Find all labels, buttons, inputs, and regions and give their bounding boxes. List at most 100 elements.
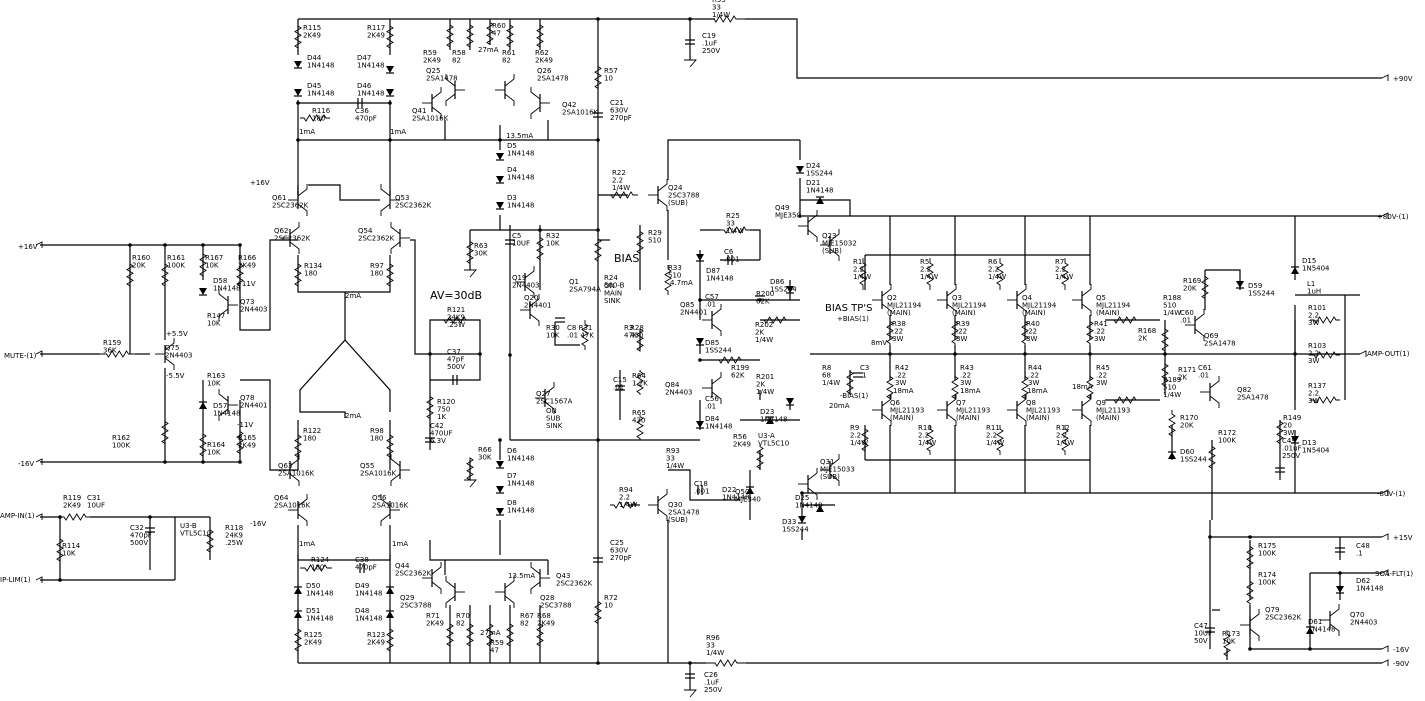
junction-dot bbox=[388, 101, 392, 105]
component-label-line: MJL21193 bbox=[956, 407, 990, 415]
component-label-line: R167 bbox=[205, 254, 223, 262]
component-label-line: 1/4W bbox=[706, 649, 724, 657]
transistor-symbol bbox=[1016, 394, 1027, 407]
component-label-line: 2N4401 bbox=[524, 302, 552, 310]
component-label-line: R116 bbox=[312, 107, 331, 115]
component-label-line: D8 bbox=[507, 499, 517, 507]
component-label-line: R68 bbox=[537, 612, 551, 620]
component-label-line: 430 bbox=[630, 332, 643, 340]
component-label-line: Q41 bbox=[412, 107, 426, 115]
transistor-symbol bbox=[390, 241, 401, 254]
component-label-line: Q5 bbox=[1096, 294, 1106, 302]
component-label: C60.01 bbox=[1180, 309, 1194, 325]
component-label-line: 2K bbox=[1138, 335, 1147, 343]
wire-segment bbox=[1021, 320, 1029, 345]
component-label-line: 100K bbox=[1218, 437, 1236, 445]
wire-segment bbox=[1061, 425, 1069, 455]
component-label-line: 33 bbox=[666, 455, 675, 463]
component-label-line: R200 bbox=[756, 290, 774, 298]
component-label-line: Q49 bbox=[775, 204, 789, 212]
component-label-line: R103 bbox=[1308, 342, 1326, 350]
component-label-line: 82 bbox=[456, 620, 465, 628]
transistor-symbol bbox=[544, 382, 555, 395]
current-note: 1mA bbox=[390, 128, 406, 136]
junction-dot bbox=[238, 243, 242, 247]
diode-symbol bbox=[294, 611, 302, 618]
component-label: C18.001 bbox=[694, 480, 710, 496]
diode-symbol bbox=[386, 611, 394, 618]
transistor-symbol bbox=[1329, 623, 1340, 636]
component-label-line: R164 bbox=[207, 441, 226, 449]
component-label-line: R41 bbox=[1094, 320, 1108, 328]
component-label-line: 2SA1016K bbox=[274, 502, 311, 510]
component-label-line: 62K bbox=[756, 298, 770, 306]
diode-symbol bbox=[386, 587, 394, 594]
transistor-symbol bbox=[289, 222, 300, 235]
ground-symbol bbox=[464, 269, 477, 278]
transistor-symbol bbox=[1081, 303, 1092, 316]
component-label-line: 2K49 bbox=[367, 639, 385, 647]
component-label-line: 2SC1567A bbox=[536, 398, 573, 406]
component-label-line: Q27 bbox=[536, 390, 550, 398]
component-label: +5.5V bbox=[166, 330, 188, 338]
transistor-symbol bbox=[380, 513, 391, 526]
wire-segment bbox=[344, 339, 391, 412]
component-label-line: Q19 bbox=[512, 274, 526, 282]
component-label-line: (MAIN) bbox=[890, 414, 914, 422]
component-label-line: 33 bbox=[726, 220, 735, 228]
component-label-line: 2K bbox=[756, 381, 765, 389]
component-label-line: 30K bbox=[478, 454, 492, 462]
component-label-line: R66 bbox=[478, 446, 492, 454]
component-label-line: L1 bbox=[1307, 280, 1315, 288]
component-label-line: 510 bbox=[1163, 384, 1176, 392]
wire-segment bbox=[636, 370, 644, 395]
component-label-line: R1 bbox=[853, 258, 862, 266]
component-label-line: 1/4W bbox=[822, 379, 840, 387]
transistor-symbol bbox=[1329, 604, 1340, 617]
diode-symbol bbox=[696, 421, 704, 428]
component-label-line: .01 bbox=[1198, 372, 1209, 380]
component-label-line: R134 bbox=[304, 262, 323, 270]
component-label: C6.001 bbox=[724, 248, 740, 264]
junction-dot bbox=[800, 491, 804, 495]
wire-segment bbox=[410, 239, 480, 355]
wire-segment bbox=[466, 22, 474, 50]
wire-segment bbox=[486, 615, 494, 655]
component-label-line: D50 bbox=[306, 582, 320, 590]
component-label-line: R61 bbox=[502, 49, 516, 57]
component-label-line: 3W bbox=[1308, 397, 1319, 405]
component-label-line: 250V bbox=[1282, 452, 1300, 460]
component-label-line: 1N4148 bbox=[507, 150, 535, 158]
wire-segment bbox=[636, 415, 644, 440]
wire-segment bbox=[667, 139, 800, 180]
component-label-line: 1N5404 bbox=[1302, 447, 1330, 455]
component-label-line: R71 bbox=[426, 612, 440, 620]
current-note: 20mA bbox=[829, 402, 850, 410]
net-terminal bbox=[1381, 533, 1389, 540]
diode-symbol bbox=[294, 587, 302, 594]
component-label-line: R28 bbox=[630, 324, 644, 332]
wire-segment bbox=[1205, 269, 1241, 290]
component-label-line: 2.2 bbox=[612, 177, 623, 185]
